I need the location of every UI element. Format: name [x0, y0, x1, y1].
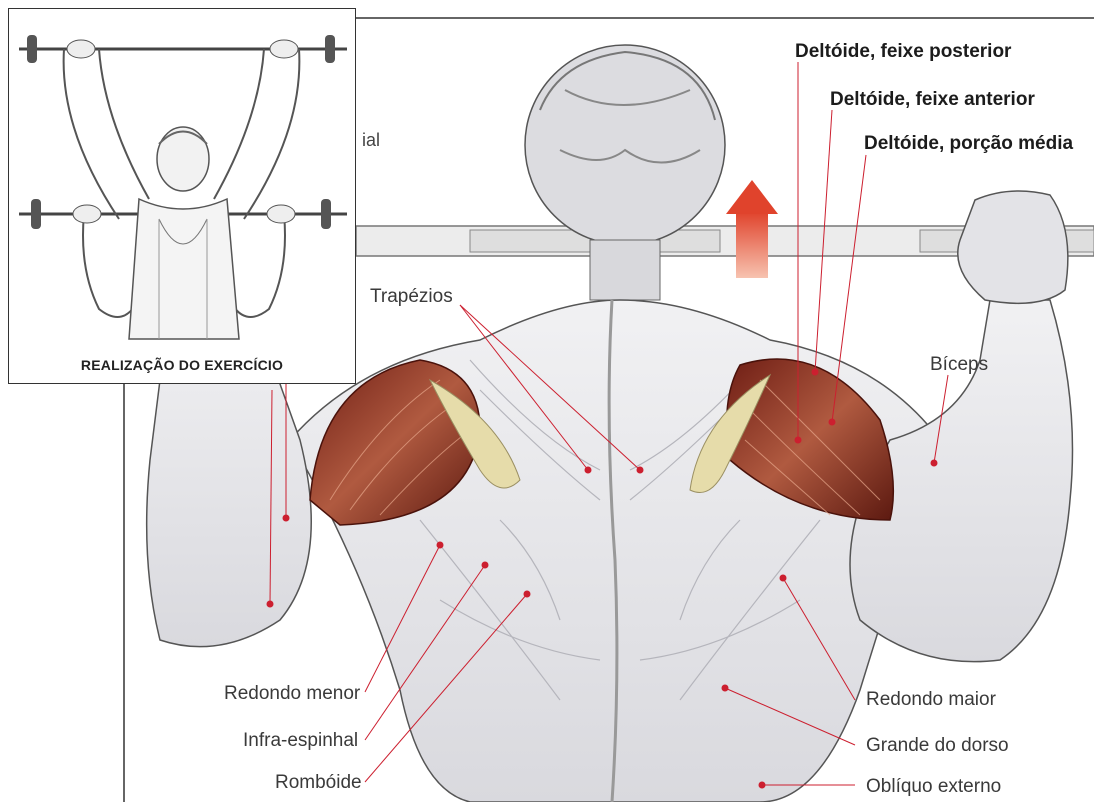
head: [525, 45, 725, 300]
label-latissimus: Grande do dorso: [866, 736, 1009, 755]
exercise-inset: REALIZAÇÃO DO EXERCÍCIO: [8, 8, 356, 384]
label-teres-minor: Redondo menor: [224, 684, 360, 703]
inset-caption: REALIZAÇÃO DO EXERCÍCIO: [9, 357, 355, 373]
label-deltoid-middle: Deltóide, porção média: [864, 134, 1073, 153]
right-fist: [958, 191, 1068, 303]
label-infraspinatus: Infra-espinhal: [243, 731, 358, 750]
partial-label: ial: [362, 130, 380, 151]
label-teres-major: Redondo maior: [866, 690, 996, 709]
label-trapezius: Trapézios: [370, 287, 453, 306]
label-deltoid-posterior: Deltóide, feixe posterior: [795, 42, 1011, 61]
exercise-figure: [9, 9, 356, 384]
label-external-oblique: Oblíquo externo: [866, 777, 1001, 796]
label-biceps: Bíceps: [930, 355, 988, 374]
label-rhomboid: Rombóide: [275, 773, 362, 792]
label-deltoid-anterior: Deltóide, feixe anterior: [830, 90, 1035, 109]
